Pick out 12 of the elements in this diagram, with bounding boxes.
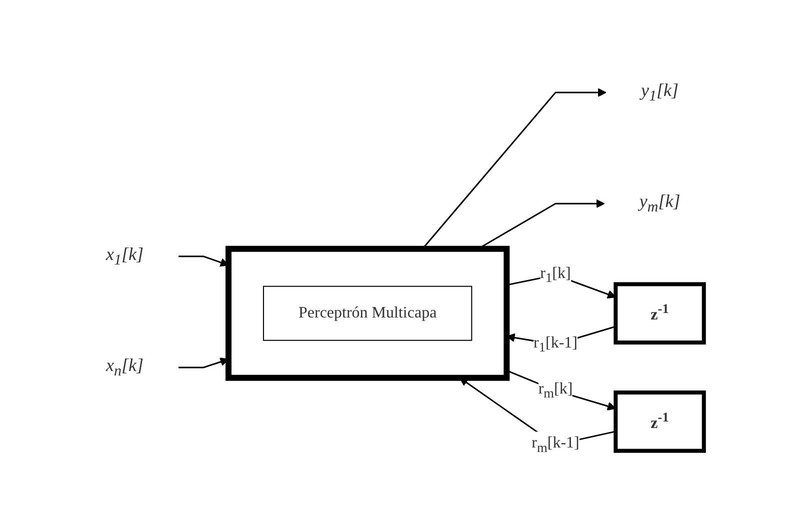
node-text: y$_{1}$[k] xyxy=(641,80,679,105)
node-text: y$_{m}$[k] xyxy=(640,191,681,216)
edge-label: r$_{m}$[k] xyxy=(538,380,574,401)
node-box: z$^{-1}$ xyxy=(614,390,706,453)
edge-label: r$_{1}$[k-1] xyxy=(534,334,578,355)
node-box: z$^{-1}$ xyxy=(614,282,706,345)
cluster xyxy=(226,246,510,381)
edge-label: r$_{1}$[k] xyxy=(540,265,572,286)
node-text: x$_{1}$[k] xyxy=(106,244,144,269)
node-text: x$_{n}$[k] xyxy=(106,355,144,380)
edge-label: r$_{m}$[k-1] xyxy=(532,434,580,455)
node-box: Perceptrón Multicapa xyxy=(263,286,473,341)
